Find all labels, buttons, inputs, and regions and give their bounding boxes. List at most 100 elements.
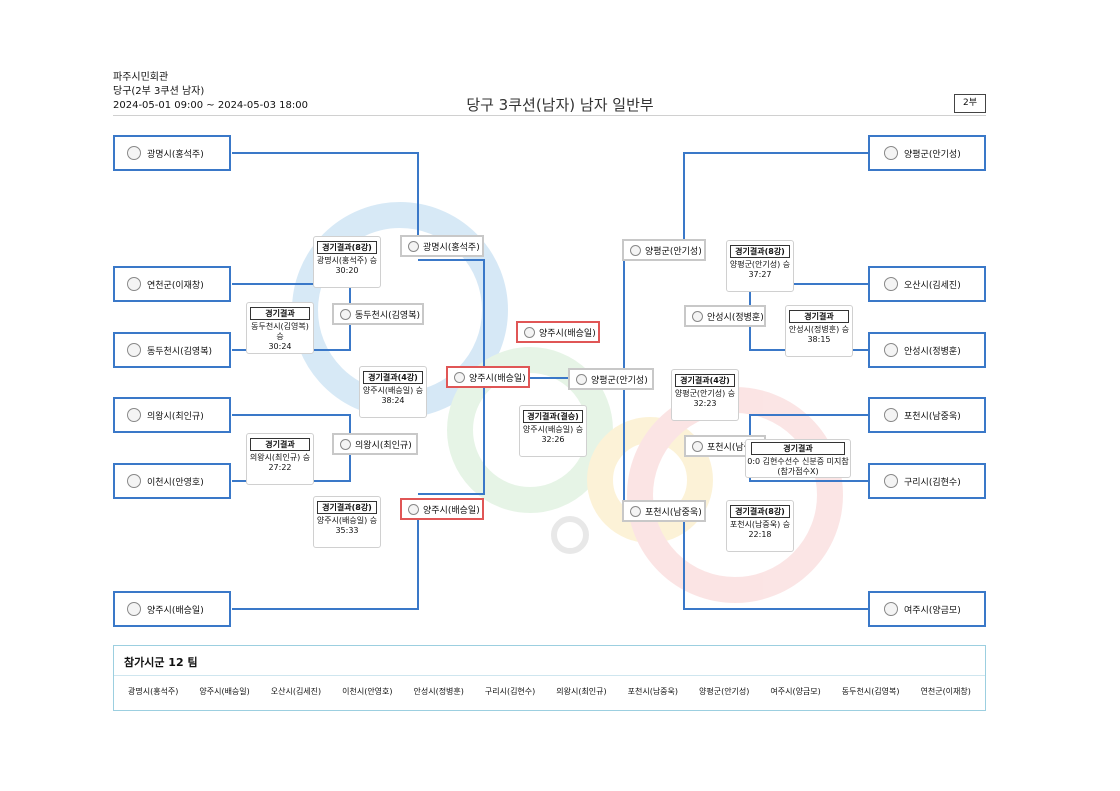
team-card-left-3[interactable]: 동두천시(김영복) [113,332,231,368]
city-emblem-icon [340,438,351,450]
result-winner: 양주시(배승일) 승 [316,516,378,525]
participant-item: 오산시(김세진) [270,687,322,696]
result-box-right-qf-b: 경기결과(8강) 포천시(남중욱) 승 22:18 [726,500,794,552]
city-emblem-icon [408,503,419,515]
result-note-detail: (참가점수X) [777,467,819,476]
team-card-right-4[interactable]: 포천시(남중욱) [868,397,986,433]
slot-team-name: 광명시(홍석주) [423,242,480,253]
page-title: 당구 3쿠션(남자) 남자 일반부 [466,96,654,114]
result-score: 32:26 [541,435,565,444]
team-card-right-1[interactable]: 양평군(안기성) [868,135,986,171]
city-emblem-icon [454,371,465,383]
result-title: 경기결과(4강) [363,371,423,384]
bracket-slot-left-qf-b[interactable]: 양주시(배승일) [400,498,484,520]
bracket-slot-right-qf-b[interactable]: 포천시(남중욱) [622,500,706,522]
city-emblem-icon [630,505,641,517]
result-box-right-sf: 경기결과(4강) 양평군(안기성) 승 32:23 [671,369,739,421]
result-score: 22:18 [748,530,772,539]
city-emblem-icon [127,343,141,357]
team-name: 광명시(홍석주) [147,149,204,160]
bracket-slot-left-r1-a[interactable]: 동두천시(김영복) [332,303,424,325]
city-emblem-icon [127,602,141,616]
team-card-left-4[interactable]: 의왕시(최인규) [113,397,231,433]
city-emblem-icon [340,308,351,320]
slot-team-name: 안성시(정병훈) [707,312,764,323]
result-winner: 포천시(남중욱) 승 [729,520,791,529]
category-label: 당구(2부 3쿠션 남자) [113,86,205,97]
result-box-left-sf: 경기결과(4강) 양주시(배승일) 승 38:24 [359,366,427,418]
result-title: 경기결과(4강) [675,374,735,387]
result-box-left-r1-b: 경기결과 의왕시(최인규) 승 27:22 [246,433,314,485]
result-note: 0:0 김현수선수 신분증 미지참 [747,457,849,466]
city-emblem-icon [884,146,898,160]
team-name: 포천시(남중욱) [904,411,961,422]
team-card-left-1[interactable]: 광명시(홍석주) [113,135,231,171]
bracket-slot-right-qf-a[interactable]: 양평군(안기성) [622,239,706,261]
city-emblem-icon [884,343,898,357]
city-emblem-icon [127,474,141,488]
result-title: 경기결과 [250,307,310,320]
participant-item: 안성시(정병훈) [413,687,464,696]
team-card-right-5[interactable]: 구리시(김현수) [868,463,986,499]
team-name: 양주시(배승일) [147,605,204,616]
team-card-right-2[interactable]: 오산시(김세진) [868,266,986,302]
result-title: 경기결과 [789,310,849,323]
city-emblem-icon [127,146,141,160]
result-score: 32:23 [693,399,717,408]
result-score: 30:20 [335,266,359,275]
result-winner: 광명시(홍석주) 승 [316,256,378,265]
venue-label: 파주시민회관 [113,72,169,83]
participants-divider [114,675,985,676]
team-name: 안성시(정병훈) [904,346,961,357]
result-box-right-r1-a: 경기결과 안성시(정병훈) 승 38:15 [785,305,853,357]
result-score: 37:27 [748,270,772,279]
team-name: 오산시(김세진) [904,280,961,291]
city-emblem-icon [576,373,587,385]
result-title: 경기결과(결승) [523,410,583,423]
slot-team-name: 포천시(남중욱) [645,507,702,518]
participant-item: 이천시(안영호) [342,687,393,696]
city-emblem-icon [408,240,419,252]
participant-item: 여주시(양금모) [770,687,821,696]
result-score: 35:33 [335,526,359,535]
result-score: 38:24 [381,396,405,405]
participant-item: 연천군(이재창) [920,687,971,696]
result-winner: 양주시(배승일) 승 [362,386,424,395]
participants-panel: 참가시군 12 팀 광명시(홍석주) 양주시(배승일) 오산시(김세진) 이천시… [113,645,986,711]
team-card-right-3[interactable]: 안성시(정병훈) [868,332,986,368]
participant-item: 양주시(배승일) [199,687,250,696]
slot-team-name: 의왕시(최인규) [355,440,412,451]
bracket-slot-left-sf[interactable]: 양주시(배승일) [446,366,530,388]
result-title: 경기결과(8강) [730,505,790,518]
participant-item: 구리시(김현수) [484,687,536,696]
participant-item: 양평군(안기성) [699,687,750,696]
slot-team-name: 양주시(배승일) [539,328,596,339]
bracket-slot-final[interactable]: 양평군(안기성) [568,368,654,390]
participant-item: 광명시(홍석주) [128,687,179,696]
team-name: 동두천시(김영복) [147,346,212,357]
city-emblem-icon [127,277,141,291]
team-card-left-2[interactable]: 연천군(이재창) [113,266,231,302]
bracket-slot-left-qf-a[interactable]: 광명시(홍석주) [400,235,484,257]
participant-item: 동두천시(김영복) [841,687,900,696]
participant-item: 포천시(남중욱) [627,687,679,696]
bracket-slot-right-r1-a[interactable]: 안성시(정병훈) [684,305,766,327]
bracket-slot-left-r1-b[interactable]: 의왕시(최인규) [332,433,418,455]
participants-list: 광명시(홍석주) 양주시(배승일) 오산시(김세진) 이천시(안영호) 안성시(… [114,686,985,697]
result-title: 경기결과 [250,438,310,451]
team-card-left-5[interactable]: 이천시(안영호) [113,463,231,499]
result-score: 27:22 [268,463,292,472]
team-name: 이천시(안영호) [147,477,204,488]
team-name: 여주시(양금모) [904,605,961,616]
division-badge: 2부 [954,94,986,113]
city-emblem-icon [692,440,703,452]
slot-team-name: 포천시(남중욱) [707,442,764,453]
team-card-left-6[interactable]: 양주시(배승일) [113,591,231,627]
city-emblem-icon [630,244,641,256]
champion-slot[interactable]: 양주시(배승일) [516,321,600,343]
team-card-right-6[interactable]: 여주시(양금모) [868,591,986,627]
result-winner: 양주시(배승일) 승 [522,425,584,434]
city-emblem-icon [692,310,703,322]
result-score: 30:24 [268,342,292,351]
